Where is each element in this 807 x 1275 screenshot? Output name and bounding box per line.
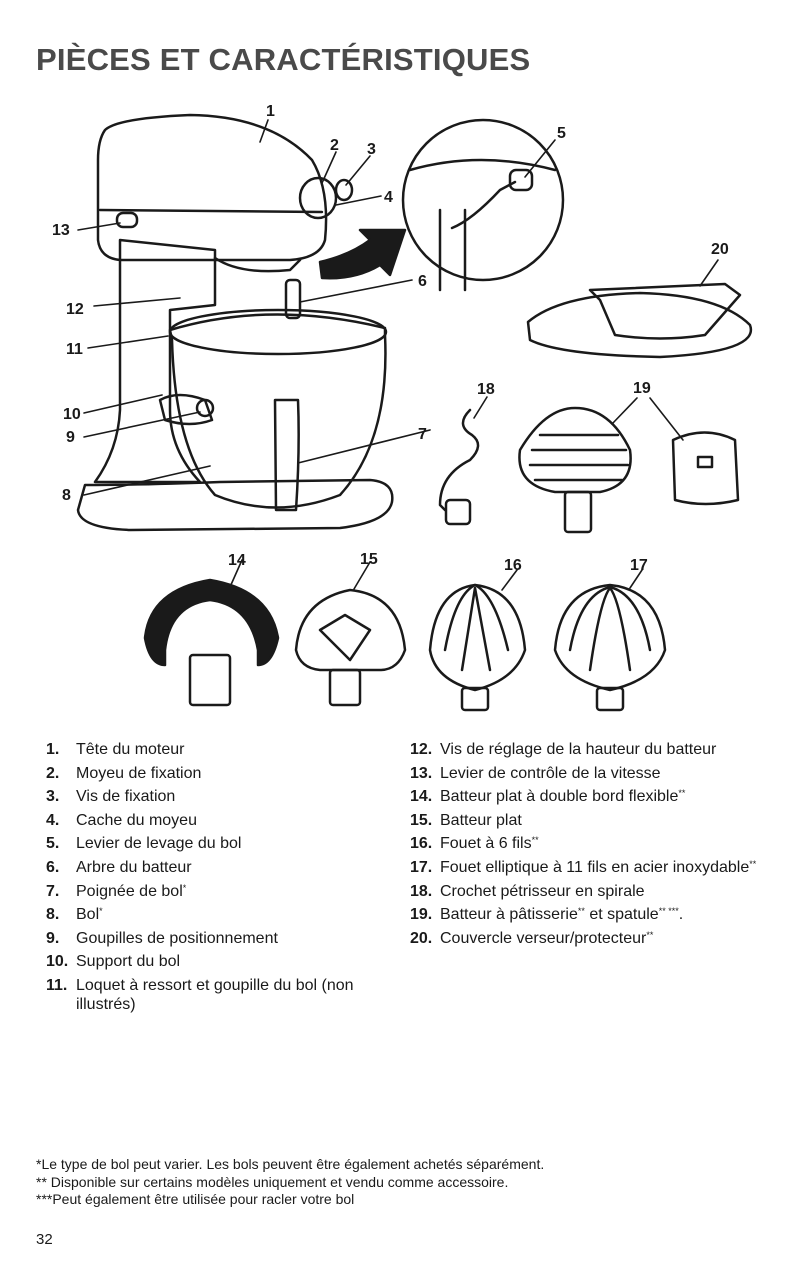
callout-12: 12 (66, 301, 84, 318)
page-title: PIÈCES ET CARACTÉRISTIQUES (36, 42, 531, 77)
callout-1: 1 (266, 103, 275, 120)
callout-10: 10 (63, 406, 81, 423)
flat-beater (294, 588, 407, 672)
list-item: 20.Couvercle verseur/protecteur** (410, 929, 654, 947)
list-item: 16.Fouet à 6 fils** (410, 835, 539, 853)
motor-head-outline (96, 113, 328, 262)
callout-14: 14 (228, 552, 246, 569)
callout-5: 5 (557, 125, 566, 142)
callout-7: 7 (418, 426, 427, 443)
list-item: 14.Batteur plat à double bord flexible** (410, 788, 686, 806)
list-item: 1.Tête du moteur (46, 741, 185, 758)
callout-18: 18 (477, 381, 495, 398)
list-item: 8.Bol* (46, 906, 103, 924)
callout-3: 3 (367, 141, 376, 158)
footnote: *Le type de bol peut varier. Les bols pe… (36, 1156, 545, 1172)
dough-hook (438, 408, 480, 512)
speed-lever (115, 211, 139, 229)
spatula (671, 431, 740, 506)
bowl-handle (273, 398, 300, 512)
mixer-base (76, 478, 394, 532)
list-item: 17.Fouet elliptique à 11 fils en acier i… (410, 858, 757, 876)
flex-edge-beater (143, 578, 280, 667)
bowl-lift-lever (450, 180, 517, 230)
footnote: ** Disponible sur certains modèles uniqu… (36, 1173, 509, 1190)
bowl (168, 313, 387, 509)
callout-6: 6 (418, 273, 427, 290)
page-number: 32 (36, 1231, 53, 1248)
list-item: 4.Cache du moyeu (46, 811, 197, 829)
attachment-hub (298, 176, 338, 220)
callout-9: 9 (66, 429, 75, 446)
callout-2: 2 (330, 137, 339, 154)
callout-8: 8 (62, 487, 71, 504)
list-item: 7.Poignée de bol* (46, 882, 187, 900)
list-item: 12.Vis de réglage de la hauteur du batte… (410, 741, 717, 758)
list-item: 2.Moyeu de fixation (46, 764, 202, 782)
list-item: 6.Arbre du batteur (46, 858, 192, 876)
list-item: 11.Loquet à ressort et goupille du bol (… (46, 976, 354, 1013)
bowl-support (158, 393, 214, 426)
parts-list-right: 12.Vis de réglage de la hauteur du batte… (410, 740, 790, 952)
zoom-circle (401, 118, 565, 282)
callout-11: 11 (66, 341, 83, 358)
callout-13: 13 (52, 222, 70, 239)
list-item: 10.Support du bol (46, 953, 181, 971)
list-item: 19.Batteur à pâtisserie** et spatule** *… (410, 906, 684, 924)
footnotes: *Le type de bol peut varier. Les bols pe… (36, 1156, 544, 1209)
pastry-beater (518, 406, 632, 494)
callout-16: 16 (504, 557, 522, 574)
list-item: 13.Levier de contrôle de la vitesse (410, 764, 661, 782)
list-item: 18.Crochet pétrisseur en spirale (410, 882, 645, 900)
callout-19: 19 (633, 380, 651, 397)
footnote: ***Peut également être utilisée pour rac… (36, 1191, 355, 1207)
list-item: 3.Vis de fixation (46, 788, 176, 806)
parts-list-left: 1.Tête du moteur 2.Moyeu de fixation 3.V… (46, 740, 396, 1019)
list-item: 5.Levier de levage du bol (46, 835, 242, 853)
beater-shaft (284, 278, 302, 320)
elliptic-whip (553, 583, 667, 692)
callout-4: 4 (384, 189, 393, 206)
mixer-column (93, 238, 217, 484)
callout-15: 15 (360, 551, 378, 568)
pouring-shield (526, 291, 753, 359)
six-wire-whip (428, 583, 527, 692)
callout-20: 20 (711, 241, 729, 258)
parts-illustration: 1 2 3 4 5 6 7 8 9 10 11 12 13 20 18 19 1… (52, 103, 753, 712)
callout-labels: 1 2 3 4 5 6 7 8 9 10 11 12 13 20 18 19 1… (52, 103, 729, 574)
list-item: 15.Batteur plat (410, 811, 522, 829)
callout-17: 17 (630, 557, 648, 574)
list-item: 9.Goupilles de positionnement (46, 929, 278, 947)
direction-arrow (318, 228, 407, 280)
